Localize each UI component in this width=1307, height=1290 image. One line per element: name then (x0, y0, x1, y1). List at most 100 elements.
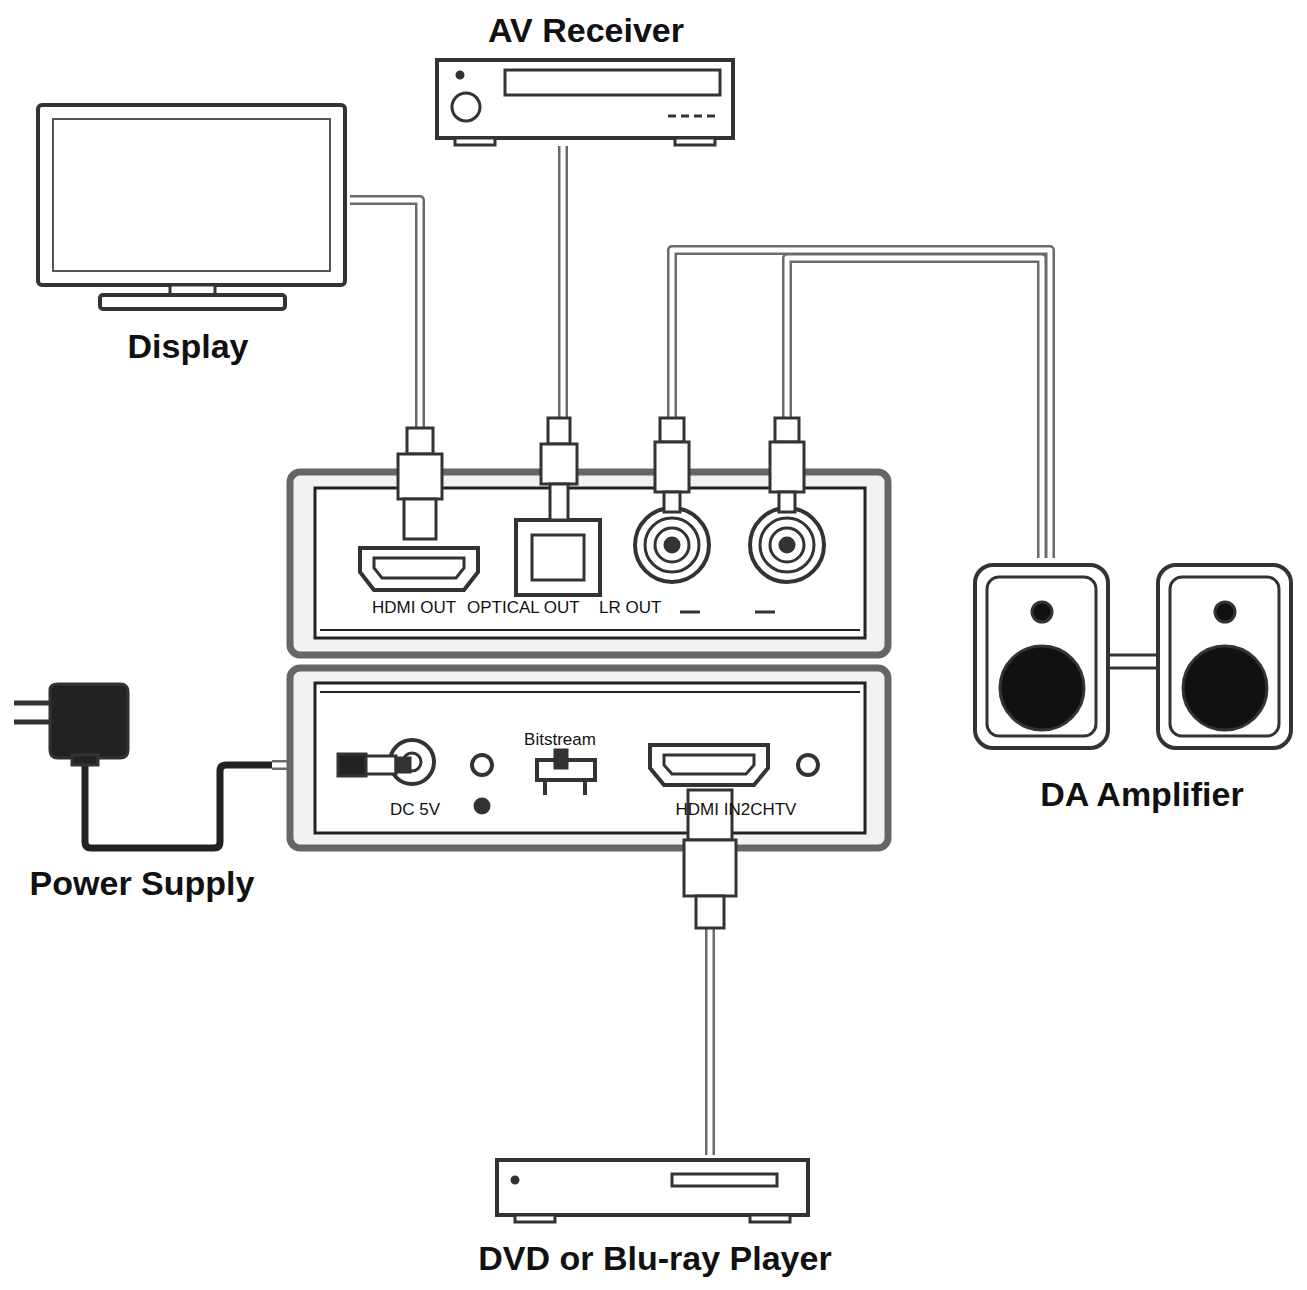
receiver-icon-part (505, 70, 720, 95)
player-icon-part (497, 1160, 808, 1215)
power-supply: Power Supply (6, 680, 272, 905)
player-icon-part (672, 1174, 777, 1186)
input-panel-part (390, 740, 434, 784)
display: Display (30, 100, 350, 370)
cable-plugs-part (398, 454, 442, 499)
port-label: Bitstream (524, 730, 596, 750)
da-amplifier: DA Amplifier (970, 558, 1300, 820)
speaker-pair-part (1108, 655, 1158, 668)
cable-plugs-part (404, 499, 436, 539)
player-icon-part (512, 1177, 518, 1183)
port-label: DC 5V (390, 800, 440, 820)
input-panel-part (543, 780, 547, 795)
monitor-icon-part (100, 295, 285, 309)
speaker-pair-part (987, 577, 1096, 736)
monitor-icon (38, 105, 345, 309)
speaker-pair-part (1000, 646, 1084, 730)
node-label: AV Receiver (488, 10, 684, 50)
input-panel-part (650, 745, 768, 785)
input-panel-part (555, 750, 567, 768)
monitor-icon-part (38, 105, 345, 285)
cable-plugs-part (684, 840, 736, 896)
speaker-pair-part (975, 565, 1108, 748)
output-panel-part (516, 520, 600, 595)
cable-plugs-part (338, 754, 366, 776)
output-panel-part (680, 611, 700, 614)
speaker-pair-part (1183, 646, 1267, 730)
cable-plugs (338, 418, 804, 928)
receiver-icon-part (675, 138, 715, 145)
speaker-pair (975, 565, 1291, 748)
output-panel-part (315, 488, 865, 638)
av-receiver: AV Receiver (430, 4, 742, 146)
input-panel-part (472, 755, 492, 775)
cable-plugs-part (396, 758, 410, 772)
speaker-pair-part (1170, 577, 1279, 736)
power-adapter-part (14, 720, 52, 725)
node-label: DA Amplifier (1040, 774, 1243, 814)
output-panel-part (532, 535, 584, 580)
output-panel-part (770, 528, 804, 562)
output-panel-part (665, 538, 679, 552)
output-panel-part (655, 528, 689, 562)
receiver-icon-part (455, 138, 495, 145)
output-panel: HDMI OUT OPTICAL OUT LR OUT (290, 472, 888, 655)
input-panel-part (315, 683, 865, 833)
speaker-pair-part (1215, 602, 1235, 622)
output-panel-part (290, 472, 888, 655)
input-panel: Bitstream DC 5V HDMI IN2CHTV (290, 668, 888, 848)
receiver-icon-part (452, 93, 480, 121)
node-label: DVD or Blu-ray Player (478, 1238, 831, 1278)
player-icon (497, 1160, 808, 1222)
output-panel-part (645, 518, 699, 572)
power-adapter-part (72, 755, 98, 765)
cable-plugs-part (696, 896, 724, 928)
input-panel-part (290, 668, 888, 848)
player-icon-part (750, 1215, 790, 1222)
output-panel (290, 472, 888, 655)
output-panel-part (750, 508, 824, 582)
receiver-icon-part (437, 60, 733, 138)
node-label: Display (128, 326, 249, 366)
speaker-pair-part (1032, 602, 1052, 622)
output-panel-part (320, 629, 860, 631)
receiver-icon-part (457, 72, 463, 78)
power-adapter (14, 684, 272, 848)
port-label: LR OUT (599, 598, 661, 618)
input-panel (290, 668, 888, 848)
power-adapter-part (14, 701, 52, 706)
player-icon-part (515, 1215, 555, 1222)
player: DVD or Blu-ray Player (440, 1155, 870, 1285)
node-label: Power Supply (30, 863, 255, 903)
receiver-icon-part (668, 115, 718, 118)
cable-plugs-part (541, 444, 577, 484)
port-label: HDMI OUT (372, 598, 456, 618)
cable-plugs-part (407, 428, 433, 454)
cable-plugs-part (660, 418, 684, 442)
power-adapter-part (85, 755, 272, 848)
cable-plugs-part (548, 418, 570, 444)
cable-plugs-part (664, 492, 680, 512)
port-label: HDMI IN2CHTV (676, 800, 797, 820)
monitor-icon-part (53, 119, 330, 271)
output-panel-part (374, 558, 464, 578)
port-label: OPTICAL OUT (467, 598, 580, 618)
output-panel-part (755, 611, 775, 614)
output-panel-part (780, 538, 794, 552)
output-panel-part (635, 508, 709, 582)
output-panel-part (760, 518, 814, 572)
cable-plugs-part (550, 484, 568, 520)
cable-plugs-part (770, 442, 804, 492)
power-adapter-part (50, 684, 128, 758)
speaker-pair-part (1158, 565, 1291, 748)
input-panel-part (798, 755, 818, 775)
input-panel-part (664, 755, 754, 774)
cable-plugs-part (655, 442, 689, 492)
input-panel-part (475, 799, 489, 813)
output-panel-part (360, 548, 478, 590)
cable-plugs-part (366, 756, 396, 774)
cable-plugs-part (775, 418, 799, 442)
cable-plugs-part (779, 492, 795, 512)
receiver-icon (437, 60, 733, 145)
